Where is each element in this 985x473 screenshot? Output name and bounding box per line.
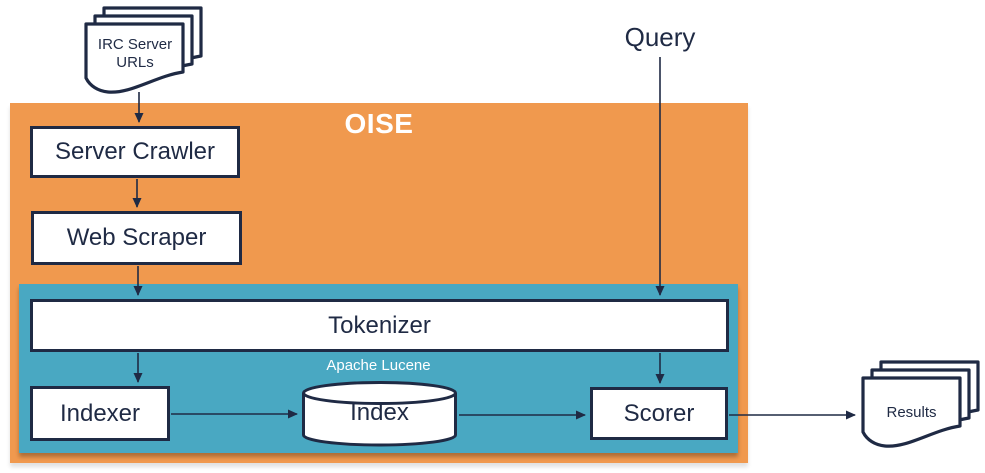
tokenizer-node: Tokenizer [30, 299, 729, 352]
tokenizer-label: Tokenizer [328, 311, 431, 339]
results-documents-icon [861, 360, 980, 448]
query-label: Query [624, 22, 696, 52]
database-cylinder-icon [302, 381, 457, 447]
scorer-node: Scorer [590, 387, 728, 440]
indexer-label: Indexer [59, 399, 141, 427]
irc-urls-documents-icon [84, 6, 203, 94]
web-scraper-label: Web Scraper [66, 224, 207, 251]
results-label: Results [886, 404, 937, 421]
oise-title: OISE [344, 108, 414, 139]
index-label: Index [350, 399, 409, 426]
irc-urls-label: IRC Server URLs [97, 36, 173, 71]
apache-lucene-title: Apache Lucene [326, 357, 431, 374]
indexer-node: Indexer [30, 386, 170, 441]
web-scraper-node: Web Scraper [31, 211, 242, 265]
scorer-label: Scorer [623, 399, 695, 427]
server-crawler-node: Server Crawler [30, 126, 240, 178]
server-crawler-label: Server Crawler [54, 138, 216, 165]
